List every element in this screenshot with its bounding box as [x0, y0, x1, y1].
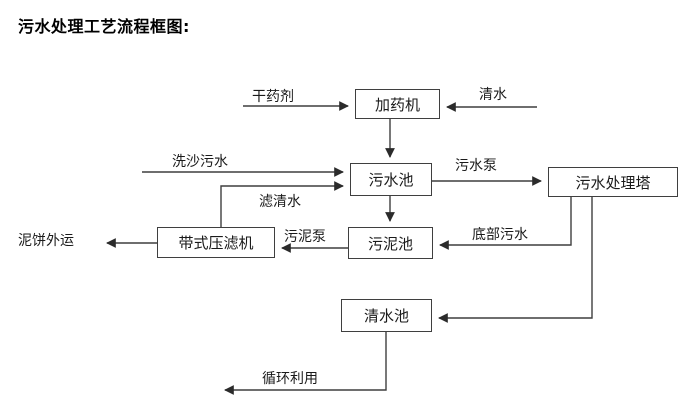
node-sewage-pool: 污水池 — [350, 163, 432, 196]
edge-label-sand-washing-sewage: 洗沙污水 — [172, 154, 228, 170]
edge-label-sludge-pump: 污泥泵 — [284, 229, 326, 245]
connector-bottom-sewage-to-sludge-pool — [439, 197, 572, 250]
edge-label-sewage-pump: 污水泵 — [455, 158, 497, 174]
edge-label-recycling: 循环利用 — [262, 371, 318, 387]
edge-label-bottom-sewage: 底部污水 — [472, 227, 528, 243]
connector-clean-water-pool-to-recycling — [224, 332, 387, 395]
connector-tower-to-clean-water-pool — [438, 197, 593, 323]
node-belt-filter-press: 带式压滤机 — [157, 227, 275, 258]
edge-label-mud-cake-outbound: 泥饼外运 — [18, 233, 74, 249]
connector-filtered-water-to-sewage-pool — [220, 181, 344, 227]
edge-label-dry-chemical: 干药剂 — [252, 89, 294, 105]
edge-label-filtered-water: 滤清水 — [259, 194, 301, 210]
node-sludge-pool: 污泥池 — [348, 227, 433, 259]
node-dosing-machine: 加药机 — [355, 89, 440, 119]
edge-label-clean-water: 清水 — [479, 87, 507, 103]
diagram-title: 污水处理工艺流程框图: — [18, 17, 190, 36]
node-treatment-tower: 污水处理塔 — [548, 167, 678, 197]
node-clean-water-pool: 清水池 — [341, 299, 432, 332]
